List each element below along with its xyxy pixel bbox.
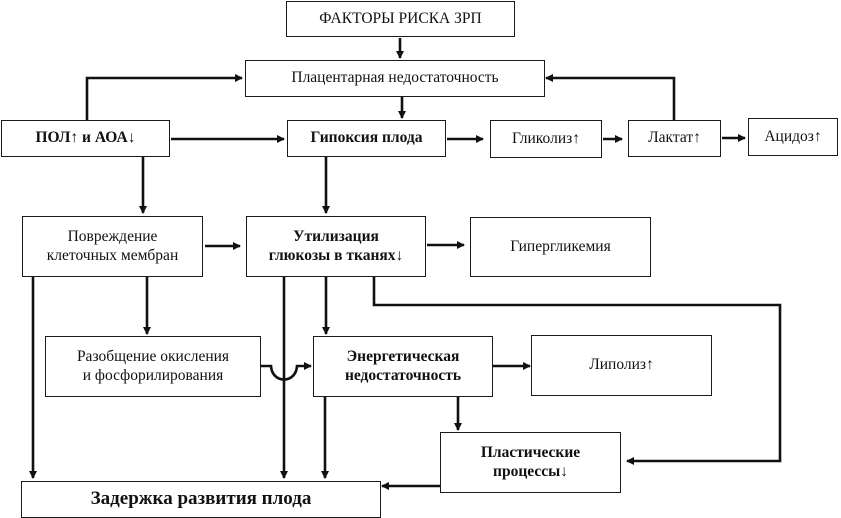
arrow-pol-to-placental: [85, 74, 243, 120]
node-plastic-processes-line2: процессы↓: [493, 462, 568, 480]
node-risk-factors: ФАКТОРЫ РИСКА ЗРП: [286, 1, 515, 37]
node-membrane-damage-line1: Повреждение: [67, 227, 158, 245]
node-energy-deficit: Энергетическая недостаточность: [313, 336, 493, 397]
node-growth-delay: Задержка развития плода: [21, 481, 381, 518]
node-uncoupling: Разобщение окисления и фосфорилирования: [45, 336, 261, 397]
arrow-uncoupling-to-energy: [261, 362, 312, 381]
node-membrane-damage-line2: клеточных мембран: [46, 246, 179, 264]
node-glucose-utilization-line2: глюкозы в тканях↓: [268, 246, 404, 264]
node-hyperglycemia: Гипергликемия: [470, 217, 651, 277]
node-uncoupling-line2: и фосфорилирования: [82, 366, 224, 384]
arrow-lactate-to-placental: [545, 74, 676, 120]
node-glycolysis: Гликолиз↑: [490, 120, 602, 158]
arrow-utilization-to-plastic: [372, 277, 782, 465]
node-lipolysis: Липолиз↑: [531, 335, 712, 396]
node-energy-deficit-line2: недостаточность: [344, 366, 462, 384]
node-membrane-damage: Повреждение клеточных мембран: [22, 216, 203, 277]
node-lipid-peroxidation: ПОЛ↑ и АОА↓: [1, 120, 170, 157]
node-plastic-processes-line1: Пластические: [480, 443, 581, 461]
node-plastic-processes: Пластические процессы↓: [440, 432, 621, 493]
node-acidosis: Ацидоз↑: [748, 118, 838, 156]
node-glucose-utilization: Утилизация глюкозы в тканях↓: [246, 216, 426, 277]
node-fetal-hypoxia: Гипоксия плода: [287, 120, 446, 157]
node-energy-deficit-line1: Энергетическая: [346, 347, 460, 365]
node-glucose-utilization-line1: Утилизация: [293, 227, 379, 245]
node-uncoupling-line1: Разобщение окисления: [76, 347, 230, 365]
node-lactate: Лактат↑: [628, 120, 721, 157]
node-placental-insufficiency: Плацентарная недостаточность: [245, 60, 545, 97]
